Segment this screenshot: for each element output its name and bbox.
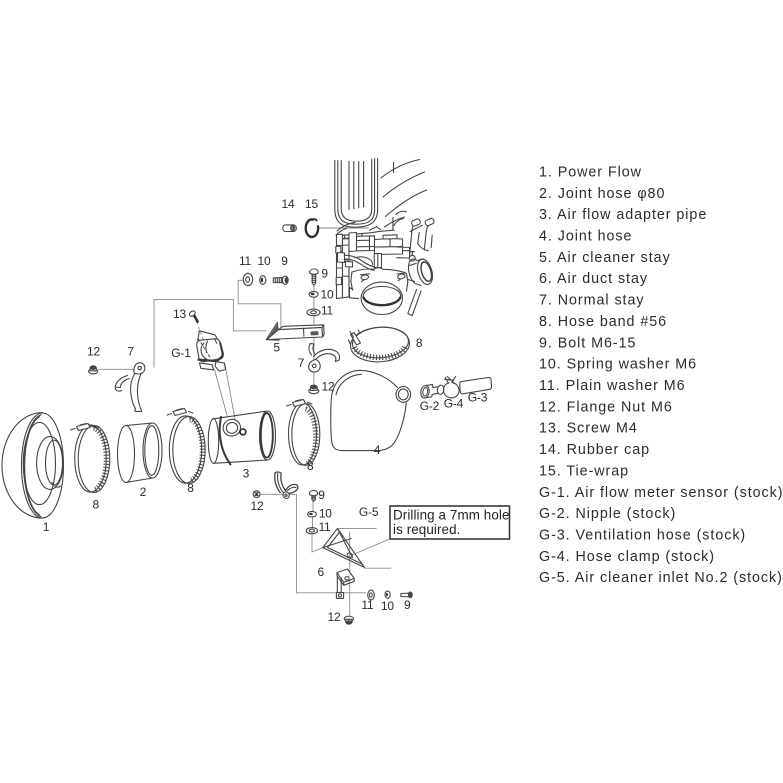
svg-text:11: 11 <box>239 254 252 268</box>
svg-text:2: 2 <box>140 485 147 499</box>
svg-text:7. Normal stay: 7. Normal stay <box>539 293 644 309</box>
svg-text:4: 4 <box>374 443 381 457</box>
svg-text:11: 11 <box>321 304 334 318</box>
svg-text:8: 8 <box>416 336 423 350</box>
svg-text:11: 11 <box>318 520 331 534</box>
svg-text:5. Air cleaner stay: 5. Air cleaner stay <box>539 250 671 266</box>
svg-text:13. Screw M4: 13. Screw M4 <box>539 421 638 437</box>
svg-text:3: 3 <box>243 467 250 481</box>
svg-text:G-3: G-3 <box>468 391 488 405</box>
svg-text:G-3. Ventilation hose (stock): G-3. Ventilation hose (stock) <box>539 528 746 544</box>
svg-text:8. Hose band #56: 8. Hose band #56 <box>539 314 667 330</box>
svg-text:10: 10 <box>319 507 332 521</box>
svg-text:9: 9 <box>404 598 411 612</box>
svg-text:3. Air flow adapter pipe: 3. Air flow adapter pipe <box>539 207 707 223</box>
svg-text:8: 8 <box>307 459 314 473</box>
svg-text:1: 1 <box>43 520 50 534</box>
svg-text:10: 10 <box>258 254 271 268</box>
svg-text:12: 12 <box>328 610 341 624</box>
svg-text:12: 12 <box>87 345 100 359</box>
svg-text:6: 6 <box>317 565 324 579</box>
svg-text:10. Spring washer M6: 10. Spring washer M6 <box>539 357 697 373</box>
svg-text:15. Tie-wrap: 15. Tie-wrap <box>539 463 629 479</box>
svg-text:G-2. Nipple (stock): G-2. Nipple (stock) <box>539 506 676 522</box>
svg-text:G-1: G-1 <box>171 346 191 360</box>
svg-text:13: 13 <box>173 307 186 321</box>
svg-text:10: 10 <box>381 599 394 613</box>
svg-text:9: 9 <box>318 488 325 502</box>
svg-text:G-5: G-5 <box>359 505 379 519</box>
svg-text:12. Flange Nut M6: 12. Flange Nut M6 <box>539 399 673 415</box>
svg-text:8: 8 <box>187 481 194 495</box>
svg-text:11: 11 <box>361 598 374 612</box>
svg-text:2. Joint hose φ80: 2. Joint hose φ80 <box>539 186 665 202</box>
svg-text:8: 8 <box>92 498 99 512</box>
svg-text:9. Bolt M6-15: 9. Bolt M6-15 <box>539 335 636 351</box>
svg-text:15: 15 <box>305 197 318 211</box>
svg-text:5: 5 <box>273 341 280 355</box>
svg-text:Drilling a 7mm hole: Drilling a 7mm hole <box>393 508 510 523</box>
svg-text:is required.: is required. <box>393 522 460 537</box>
svg-text:14. Rubber cap: 14. Rubber cap <box>539 442 650 458</box>
svg-text:7: 7 <box>127 344 134 358</box>
svg-text:11. Plain washer M6: 11. Plain washer M6 <box>539 378 686 394</box>
svg-text:G-5. Air cleaner inlet No.2 (s: G-5. Air cleaner inlet No.2 (stock) <box>539 570 783 586</box>
svg-text:4. Joint hose: 4. Joint hose <box>539 229 632 245</box>
svg-text:12: 12 <box>322 380 335 394</box>
svg-text:1. Power Flow: 1. Power Flow <box>539 165 642 181</box>
svg-text:G-4. Hose clamp (stock): G-4. Hose clamp (stock) <box>539 549 715 565</box>
svg-text:12: 12 <box>251 499 264 513</box>
svg-text:G-4: G-4 <box>444 397 464 411</box>
svg-text:6. Air duct stay: 6. Air duct stay <box>539 271 648 287</box>
svg-text:7: 7 <box>298 356 305 370</box>
svg-text:G-2: G-2 <box>420 399 440 413</box>
svg-text:9: 9 <box>321 267 328 281</box>
svg-text:10: 10 <box>321 287 334 301</box>
svg-text:9: 9 <box>281 254 288 268</box>
svg-text:14: 14 <box>282 197 295 211</box>
svg-text:G-1. Air flow meter sensor (st: G-1. Air flow meter sensor (stock) <box>539 485 783 501</box>
